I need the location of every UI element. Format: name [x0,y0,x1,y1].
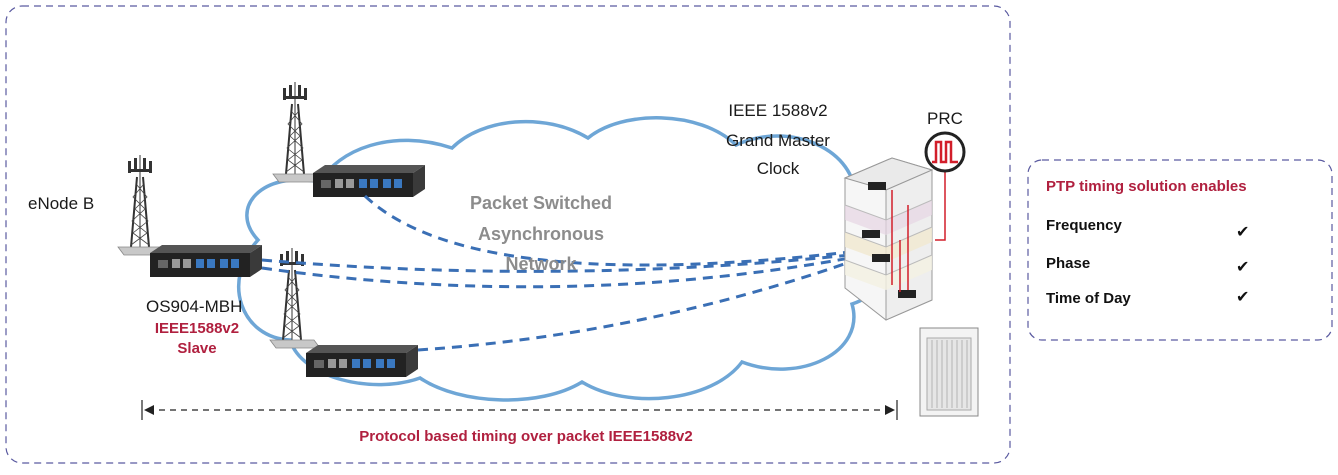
cell-tower-left [117,154,169,256]
panel-item-frequency: Frequency [1046,217,1123,234]
prc-label: PRC [927,109,963,128]
slave-label-line1: IEEE1588v2 [155,320,239,337]
outer-frame [5,5,1011,464]
slave-label-line2: Slave [177,340,216,357]
panel-item-phase: Phase [1046,255,1090,272]
panel-item-time-of-day: Time of Day [1046,290,1131,307]
pulse-wave-icon [932,140,958,164]
timing-links [261,194,851,352]
cell-tower-top [272,81,324,183]
grand-master-line2: Grand Master [726,131,830,150]
check-icon: ✔ [1236,289,1249,306]
server-cabinet-icon [919,327,979,417]
enodeb-label: eNode B [28,194,94,213]
check-icon: ✔ [1236,224,1249,241]
link-left-device-1 [261,253,851,273]
cloud-label-line1: Packet Switched [470,193,612,213]
cloud-label-line3: Network [505,254,577,274]
check-icon: ✔ [1236,259,1249,276]
device-model-label: OS904-MBH [146,297,242,316]
panel-title: PTP timing solution enables [1046,178,1247,195]
link-bottom-device [417,260,851,352]
link-left-device-2 [261,256,851,289]
device-os904-left [150,245,262,277]
ptp-panel: PTP timing solution enables Frequency ✔ … [1027,159,1333,341]
cloud-label-line2: Asynchronous [478,224,604,244]
device-os904-top [313,165,425,197]
grand-master-rack [843,157,946,321]
grand-master-line1: IEEE 1588v2 [728,101,827,120]
bottom-caption: Protocol based timing over packet IEEE15… [359,428,692,445]
device-os904-bottom [306,345,418,377]
link-top-device [363,194,851,267]
grand-master-line3: Clock [757,159,800,178]
timing-span-arrow [141,400,898,420]
